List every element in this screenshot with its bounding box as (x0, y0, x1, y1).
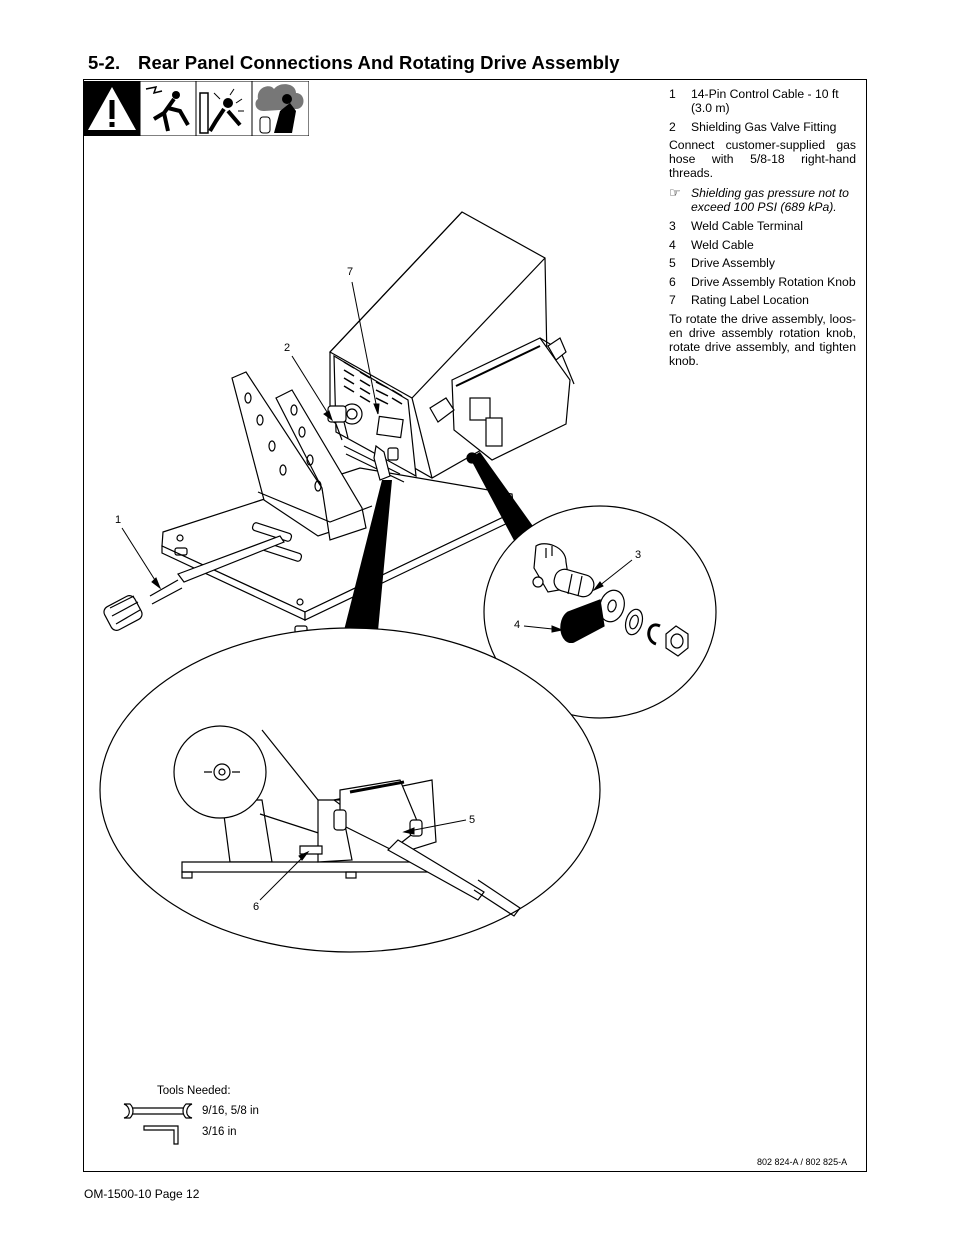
rotation-knob (373, 444, 399, 481)
drawing-reference: 802 824-A / 802 825-A (757, 1157, 848, 1167)
terminal-detail (483, 505, 717, 719)
detail-wedge-right (470, 452, 540, 548)
hex-key-icon (143, 1125, 179, 1145)
warning-strip (84, 81, 309, 136)
control-cable (103, 535, 285, 631)
section-number: 5-2. (88, 52, 121, 73)
rotate-paragraph: To rotate the drive assembly, loos-en dr… (669, 311, 856, 368)
pointing-hand-icon: ☞ (669, 185, 681, 200)
callout-1: 1 (115, 514, 122, 526)
drive-assembly (429, 337, 575, 464)
gas-paragraph: Connect customer-supplied gas hose with … (669, 138, 856, 180)
callout-5: 5 (469, 814, 476, 826)
fumes-gas-icon (251, 81, 309, 136)
hex-key-size: 3/16 in (202, 1126, 237, 1138)
wrench-size: 9/16, 5/8 in (202, 1105, 259, 1117)
callout-6: 6 (253, 901, 260, 913)
warning-triangle-icon (84, 81, 140, 136)
callout-2: 2 (284, 342, 291, 354)
callout-3: 3 (635, 549, 642, 561)
pressure-note: ☞Shielding gas pressure not to exceed 10… (669, 185, 849, 215)
page-footer: OM-1500-10 Page 12 (84, 1187, 200, 1201)
section-heading: 5-2. Rear Panel Connections And Rotating … (88, 52, 620, 74)
gas-fitting (327, 403, 363, 441)
rotation-detail (99, 627, 601, 953)
arc-rays-icon (195, 81, 253, 136)
tools-needed-title: Tools Needed: (157, 1085, 231, 1097)
section-title: Rear Panel Connections And Rotating Driv… (138, 52, 620, 73)
figure-frame (83, 79, 867, 1172)
callout-7: 7 (347, 266, 354, 278)
spindle-bracket (231, 371, 373, 541)
detail-wedge-lower (334, 480, 392, 674)
callout-4: 4 (514, 619, 521, 631)
wrench-icon (123, 1103, 193, 1119)
